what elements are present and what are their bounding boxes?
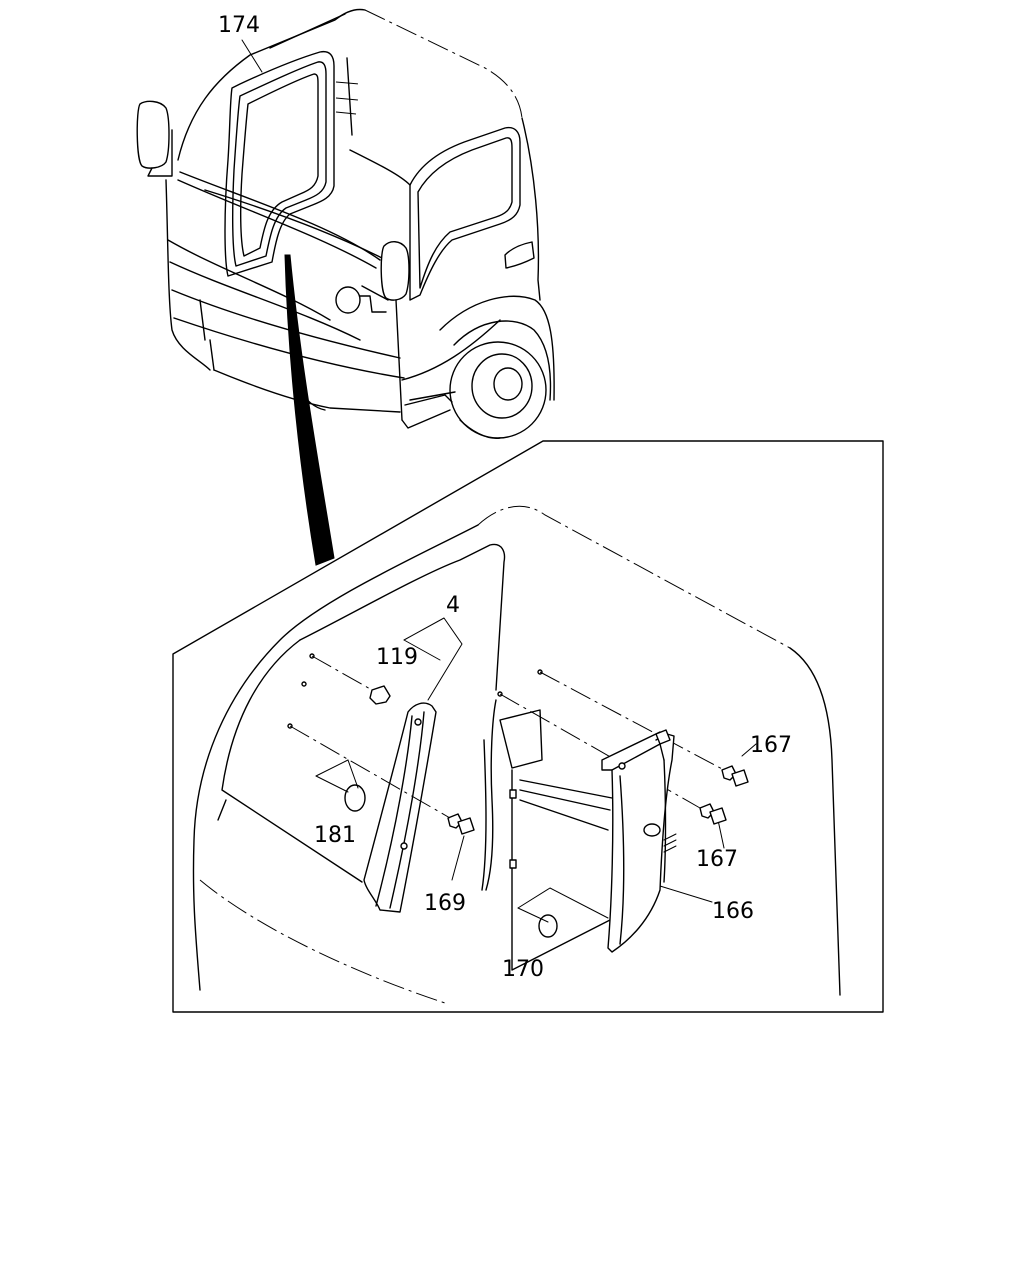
callout-166: 166 [712,899,754,924]
callout-4: 4 [446,593,460,618]
callout-170: 170 [502,957,544,982]
pillar-trim-part-4 [363,685,475,913]
callout-181: 181 [314,823,356,848]
rear-trim-part-166 [601,729,749,953]
detail-interior [192,505,841,1004]
leader-lines [289,617,757,923]
connector-arrow [284,254,335,566]
callout-167-lower: 167 [696,847,738,872]
callout-119: 119 [376,645,418,670]
detail-frame [172,440,884,1013]
callout-167-upper: 167 [750,733,792,758]
callout-174: 174 [218,13,260,38]
callout-169: 169 [424,891,466,916]
truck-cab-overview [136,8,555,439]
